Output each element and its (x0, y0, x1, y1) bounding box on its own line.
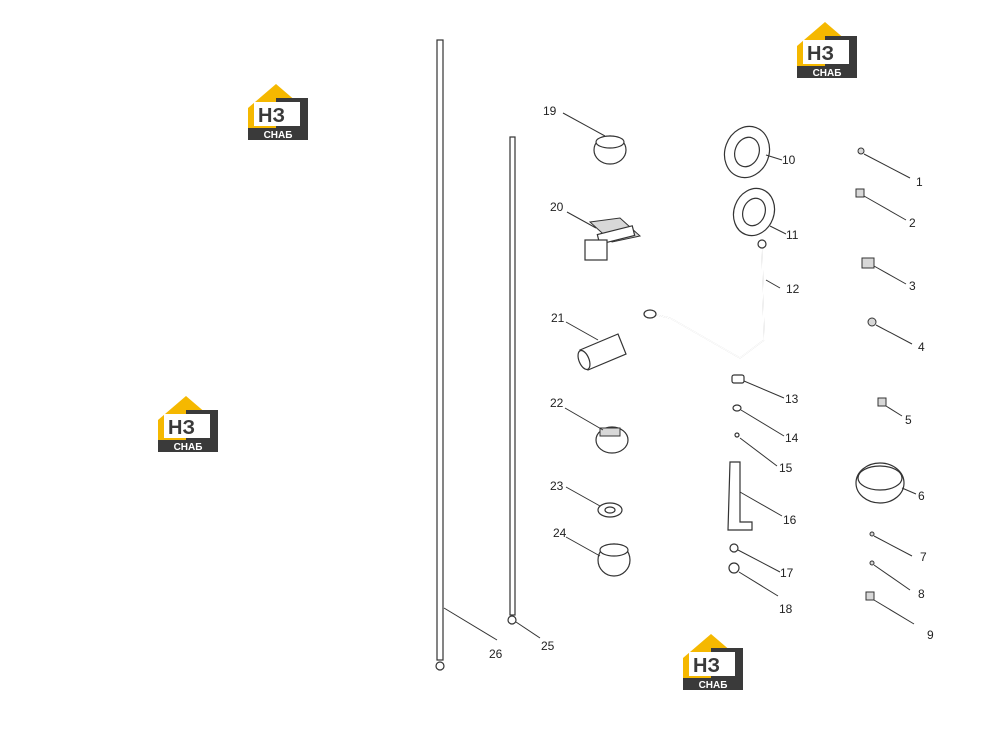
callout-3: 3 (909, 279, 916, 293)
logo-word: СНАБ (813, 68, 842, 79)
part-23-washer (565, 486, 623, 518)
callout-26: 26 (489, 647, 503, 661)
part-14-washer (732, 404, 785, 437)
callout-8: 8 (918, 587, 925, 601)
logo-word: СНАБ (264, 130, 293, 141)
callout-25: 25 (541, 639, 555, 653)
callout-18: 18 (779, 602, 793, 616)
logo-letters: НЗ (693, 655, 720, 677)
callout-2: 2 (909, 216, 916, 230)
part-9-bolt (865, 591, 915, 625)
logo-word: СНАБ (174, 442, 203, 453)
callout-10: 10 (782, 153, 796, 167)
part-10-gasket (723, 125, 783, 179)
callout-11: 11 (786, 228, 799, 242)
logo-middle-left: НЗ СНАБ (158, 396, 218, 453)
part-2-screw (855, 188, 907, 221)
part-15-pin (734, 432, 778, 467)
part-17-nut (729, 543, 781, 573)
part-21-sleeve (565, 321, 627, 371)
callout-13: 13 (785, 392, 799, 406)
callout-17: 17 (780, 566, 794, 580)
callout-14: 14 (785, 431, 799, 445)
callout-23: 23 (550, 479, 564, 493)
part-26-long-rod (435, 39, 498, 671)
part-20-connector (566, 211, 642, 261)
callout-12: 12 (786, 282, 800, 296)
part-18-nut (728, 562, 779, 597)
callout-5: 5 (905, 413, 912, 427)
part-4-nut (867, 317, 913, 345)
callout-21: 21 (551, 311, 565, 325)
part-5-cap (877, 397, 903, 417)
part-24-clamp (565, 536, 631, 577)
part-12-tube (643, 239, 781, 359)
logo-top-left: НЗ СНАБ (248, 84, 308, 141)
logo-letters: НЗ (258, 105, 285, 127)
part-7-pin (869, 531, 913, 557)
callout-16: 16 (783, 513, 797, 527)
part-13-bolt (731, 374, 785, 399)
callout-9: 9 (927, 628, 934, 642)
callout-1: 1 (916, 175, 923, 189)
callout-6: 6 (918, 489, 925, 503)
logo-word: СНАБ (699, 680, 728, 691)
part-6-hose-clamp (855, 462, 917, 504)
part-19-clamp (562, 112, 627, 165)
logo-bottom-center: НЗ СНАБ (683, 634, 743, 691)
logo-letters: НЗ (168, 417, 195, 439)
callout-24: 24 (553, 526, 567, 540)
logo-top-right: НЗ СНАБ (797, 22, 857, 79)
part-1-screw (857, 147, 911, 179)
part-22-hose-clamp (564, 407, 629, 454)
callout-19: 19 (543, 104, 557, 118)
callout-7: 7 (920, 550, 927, 564)
logo-letters: НЗ (807, 43, 834, 65)
part-3-bolt (861, 257, 907, 285)
part-25-short-rod (507, 136, 541, 639)
part-11-flange (732, 187, 787, 237)
callout-4: 4 (918, 340, 925, 354)
callout-15: 15 (779, 461, 793, 475)
part-8-pin (869, 560, 911, 591)
callout-22: 22 (550, 396, 564, 410)
callout-20: 20 (550, 200, 564, 214)
part-16-bracket (727, 461, 783, 531)
